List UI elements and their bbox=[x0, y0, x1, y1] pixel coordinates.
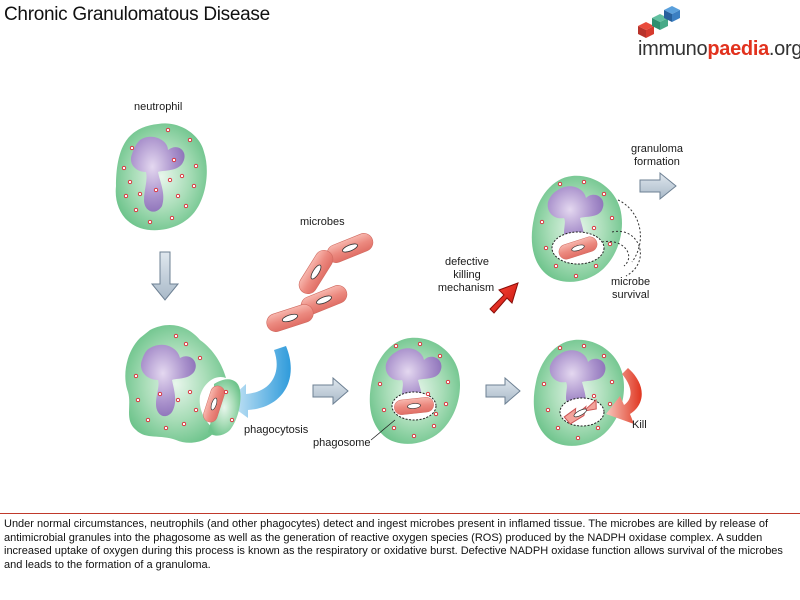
killing-cell bbox=[533, 339, 624, 446]
survival-cell bbox=[531, 175, 641, 282]
label-microbe-survival-2: survival bbox=[612, 289, 650, 301]
phagocytosis-arrow bbox=[226, 346, 291, 418]
granuloma-arrow bbox=[639, 171, 677, 201]
label-defective-2: killing bbox=[453, 269, 481, 281]
right-arrow-2 bbox=[485, 376, 521, 406]
label-defective-1: defective bbox=[444, 256, 490, 268]
neutrophil-cell bbox=[115, 123, 207, 231]
label-microbe-survival-1: microbe bbox=[611, 276, 651, 288]
right-arrow-1 bbox=[312, 376, 349, 406]
label-phagocytosis: phagocytosis bbox=[244, 424, 309, 436]
phagosome-pointer bbox=[370, 419, 396, 441]
logo-wordmark: immunopaedia.org bbox=[638, 38, 800, 60]
label-microbes: microbes bbox=[300, 216, 345, 228]
label-granuloma-2: formation bbox=[634, 156, 680, 168]
cubes-icon bbox=[638, 6, 680, 38]
phagosome-cell bbox=[369, 337, 460, 444]
label-granuloma-1: granuloma bbox=[631, 143, 683, 155]
label-defective-3: mechanism bbox=[437, 282, 495, 294]
caption-divider bbox=[0, 513, 800, 514]
cgd-diagram bbox=[115, 123, 677, 446]
page-title: Chronic Granulomatous Disease bbox=[4, 4, 270, 25]
label-kill: Kill bbox=[632, 419, 647, 431]
label-phagosome: phagosome bbox=[313, 437, 371, 449]
immunopaedia-logo[interactable]: immunopaedia.org bbox=[634, 4, 800, 60]
label-neutrophil: neutrophil bbox=[134, 101, 183, 113]
caption-text: Under normal circumstances, neutrophils … bbox=[4, 518, 783, 571]
kill-arrow bbox=[606, 368, 642, 424]
defective-arrow bbox=[489, 282, 519, 314]
down-arrow bbox=[150, 251, 180, 301]
phagocytosing-cell bbox=[125, 325, 241, 443]
microbes-cluster bbox=[263, 230, 377, 335]
